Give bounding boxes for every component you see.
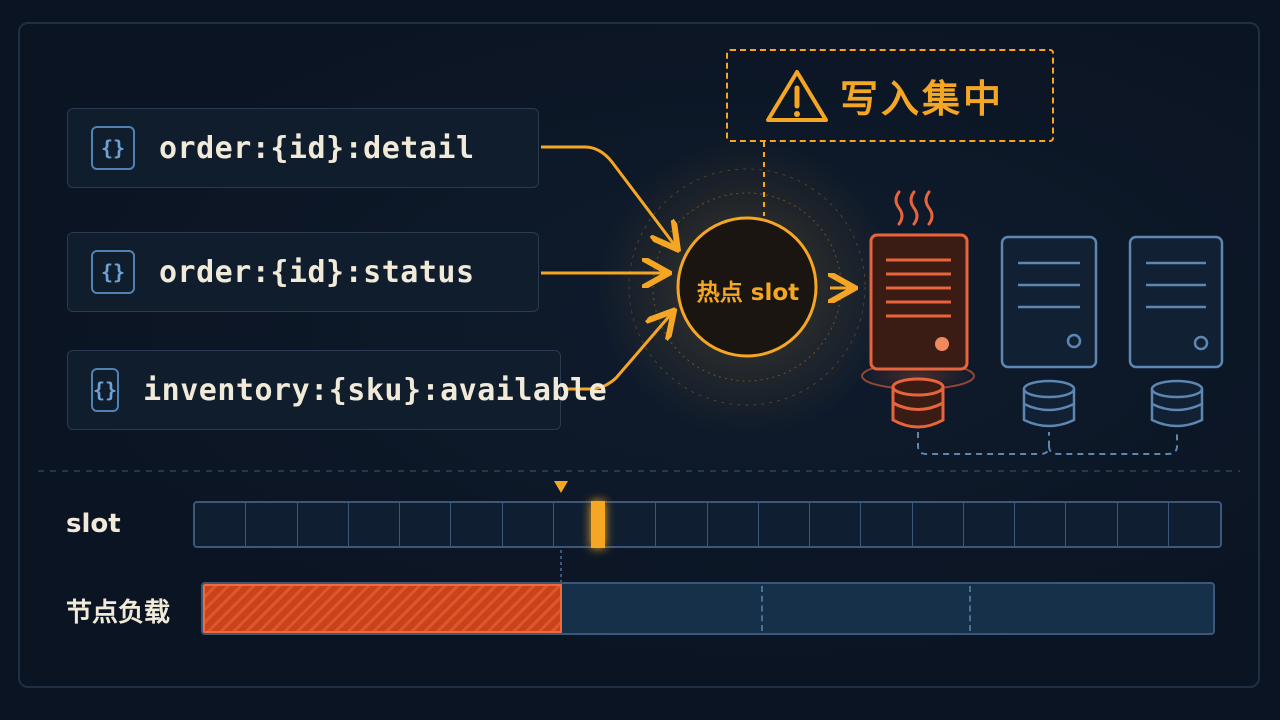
slot-cell (810, 503, 862, 546)
warning-triangle-icon (766, 70, 828, 122)
key-card-1: {} order:{id}:detail (67, 108, 539, 188)
slot-cell (708, 503, 759, 546)
slot-cell (759, 503, 810, 546)
slot-cell (656, 503, 708, 546)
key-label: order:{id}:detail (159, 130, 475, 166)
warning-label: 写入集中 (840, 77, 1005, 121)
slot-row-label: slot (66, 509, 121, 539)
braces-icon: {} (91, 250, 135, 294)
braces-icon: {} (91, 126, 135, 170)
key-label: inventory:{sku}:available (143, 372, 608, 408)
load-divider-2 (969, 586, 971, 631)
hot-slot-label: 热点 slot (696, 280, 800, 306)
slot-cell (913, 503, 964, 546)
slot-cell (298, 503, 349, 546)
key-card-3: {} inventory:{sku}:available (67, 350, 607, 430)
hotspot-ring-outer (628, 168, 866, 406)
db-link-2 (1048, 432, 1178, 455)
write-concentration-callout: 写入集中 (726, 49, 1054, 142)
server-node-hot (860, 233, 976, 392)
slot-cell (349, 503, 400, 546)
slot-cell (605, 503, 657, 546)
load-row-label: 节点负载 (66, 598, 171, 628)
node-load-bar (201, 582, 1215, 635)
hot-node-load-fill (203, 584, 562, 633)
database-icon-hot (891, 377, 945, 429)
hot-slot-marker (591, 501, 605, 548)
key-label: order:{id}:status (159, 254, 475, 290)
slot-cell (503, 503, 554, 546)
heat-icon (894, 190, 934, 226)
slot-cell (195, 503, 247, 546)
arrow-key-3 (563, 313, 672, 391)
slot-cell-hot (554, 501, 605, 548)
hotspot-slot-circle (676, 216, 818, 358)
key-card-2: {} order:{id}:status (67, 232, 539, 312)
database-icon-3 (1150, 379, 1204, 428)
slot-cell (400, 503, 452, 546)
db-link-1 (917, 432, 1050, 455)
load-divider-1 (761, 586, 763, 631)
slot-cell (451, 503, 503, 546)
slot-cell (1169, 503, 1220, 546)
braces-icon: {} (91, 368, 120, 412)
slot-cell (861, 503, 913, 546)
slot-cell (1066, 503, 1118, 546)
slot-cell (246, 503, 298, 546)
slot-pointer-icon (554, 481, 568, 493)
slot-cell (964, 503, 1015, 546)
slot-cell (1015, 503, 1067, 546)
slot-bar (193, 501, 1222, 548)
slot-cell (1118, 503, 1169, 546)
server-node-3 (1128, 235, 1224, 369)
server-node-2 (1000, 235, 1098, 369)
database-icon-2 (1022, 379, 1076, 428)
arrow-key-1 (541, 145, 676, 247)
